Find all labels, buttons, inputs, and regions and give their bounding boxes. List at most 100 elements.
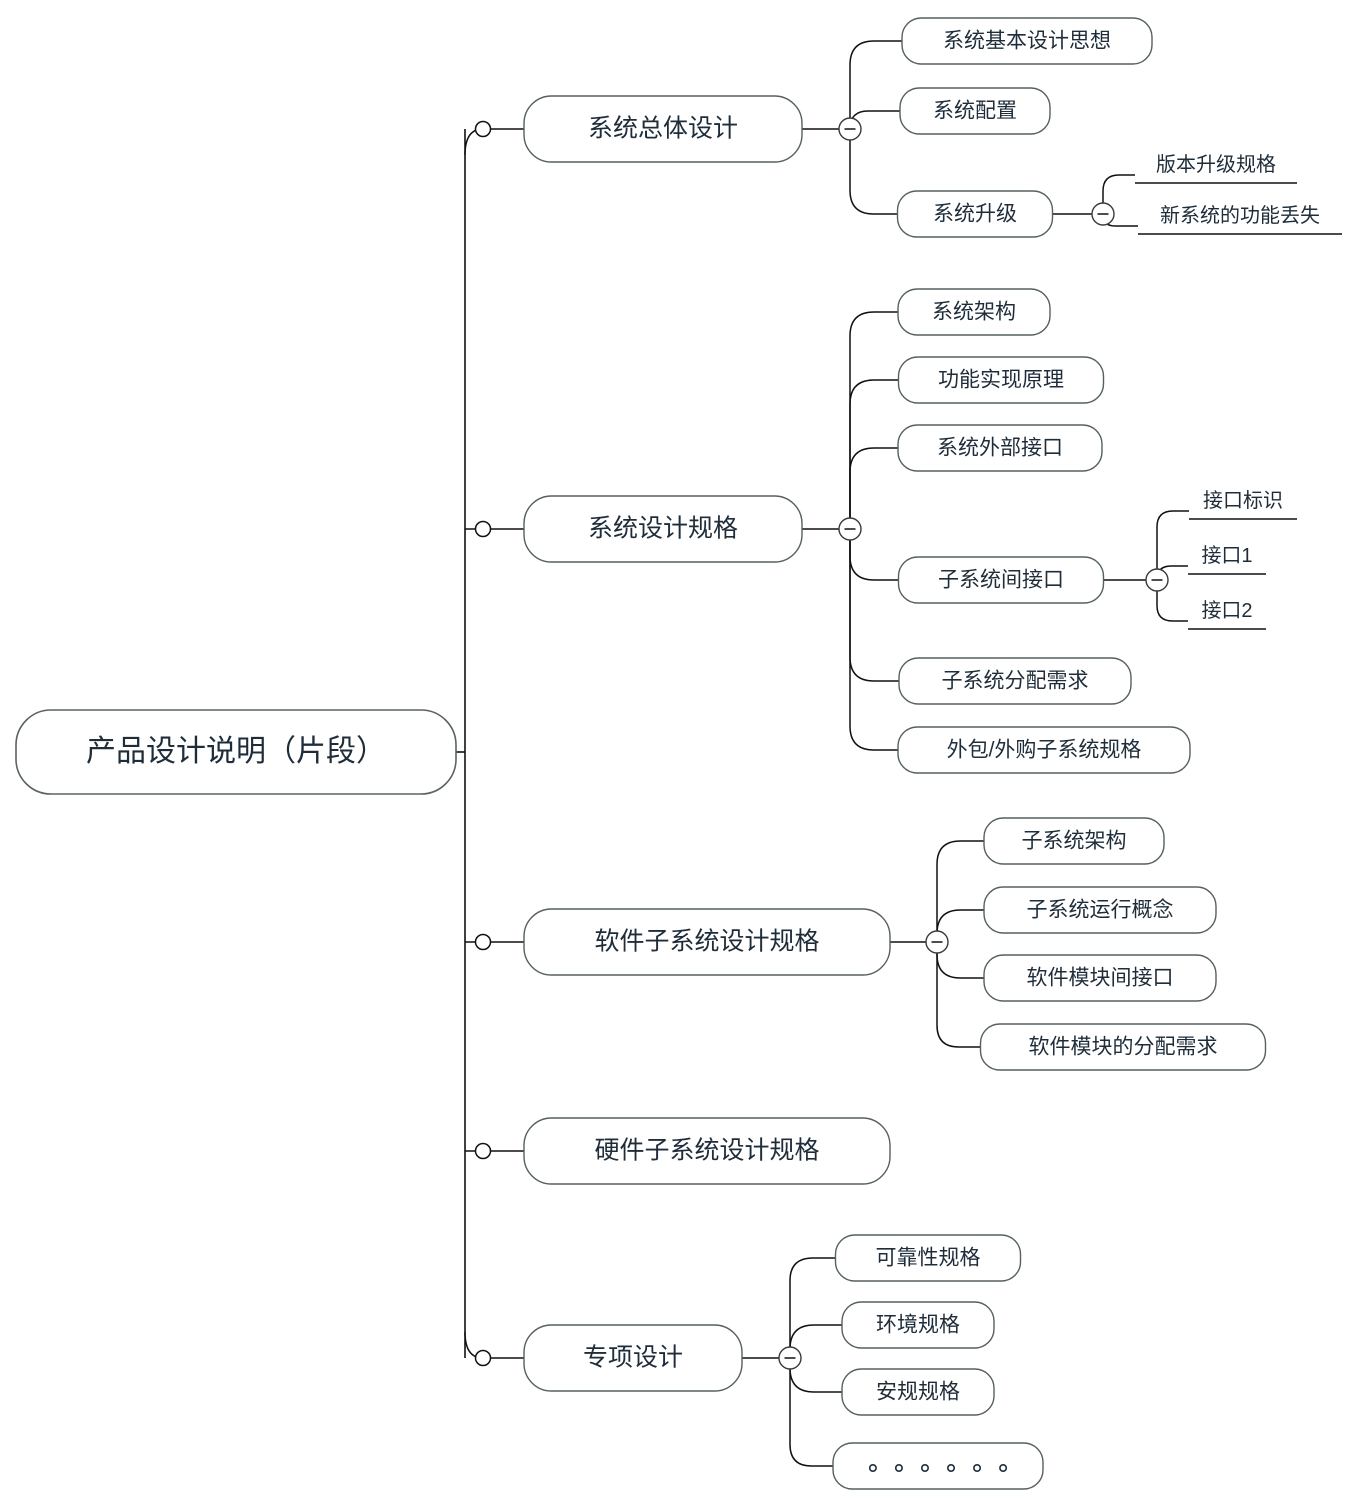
branch-2-系统设计规格-child-2-功能实现原理-shape (897, 356, 1105, 404)
branch-5-专项设计-child-4---link (789, 1358, 833, 1467)
branch-5-专项设计-child-3-安规规格[interactable]: 安规规格 (841, 1368, 995, 1416)
branch-1-系统总体设计-collapse-toggle[interactable] (838, 117, 862, 141)
branch-5-专项设计-child-1-可靠性规格-link (789, 1257, 836, 1358)
branch-2-系统设计规格-child-2-功能实现原理-link (849, 379, 899, 529)
branch-1-系统总体设计-child-2-系统配置-shape (899, 87, 1051, 135)
branch-2-系统设计规格-child-4-子系统间接口-shape (897, 556, 1105, 604)
branch-3-软件子系统设计规格-collapse-toggle[interactable] (925, 930, 949, 954)
branch-2-系统设计规格-child-4-子系统间接口-child-1-接口标识[interactable]: 接口标识 (1189, 489, 1297, 520)
branch-4-硬件子系统设计规格[interactable]: 硬件子系统设计规格 (523, 1117, 891, 1185)
branch-4-硬件子系统设计规格-label: 硬件子系统设计规格 (594, 1137, 819, 1165)
branch-1-系统总体设计-child-3-系统升级-child-1-版本升级规格[interactable]: 版本升级规格 (1135, 153, 1297, 184)
branch-2-系统设计规格-shape (523, 495, 803, 563)
branch-1-系统总体设计-child-1-系统基本设计思想-link (849, 40, 902, 129)
branch-1-系统总体设计[interactable]: 系统总体设计 (523, 95, 803, 163)
branch-1-系统总体设计-shape (523, 95, 803, 163)
branch-2-系统设计规格-child-3-系统外部接口-label: 系统外部接口 (937, 437, 1063, 460)
branch-3-软件子系统设计规格-child-3-软件模块间接口-shape (983, 954, 1217, 1002)
branch-2-系统设计规格-label: 系统设计规格 (588, 515, 738, 543)
branch-2-系统设计规格-child-3-系统外部接口[interactable]: 系统外部接口 (897, 424, 1103, 472)
branch-2-系统设计规格-connector-dot[interactable] (474, 520, 492, 538)
branch-2-系统设计规格-child-2-功能实现原理[interactable]: 功能实现原理 (897, 356, 1105, 404)
connector-links-layer (456, 40, 1189, 1467)
branch-2-系统设计规格-child-4-子系统间接口-child-1-接口标识-link (1156, 510, 1189, 580)
branch-3-软件子系统设计规格-shape (523, 908, 891, 976)
branch-2-系统设计规格[interactable]: 系统设计规格 (523, 495, 803, 563)
branch-1-系统总体设计-child-3-系统升级-label: 系统升级 (933, 203, 1017, 226)
root-node[interactable]: 产品设计说明（片段） (15, 709, 457, 795)
branch-1-系统总体设计-child-3-系统升级-collapse-toggle[interactable] (1091, 202, 1115, 226)
branch-2-系统设计规格-child-5-子系统分配需求-shape (898, 657, 1132, 705)
branch-5-专项设计-child-3-安规规格-shape (841, 1368, 995, 1416)
branch-2-系统设计规格-child-5-子系统分配需求-label: 子系统分配需求 (942, 670, 1089, 693)
branch-5-专项设计-child-2-环境规格-shape (841, 1301, 995, 1349)
branch-5-专项设计-collapse-toggle[interactable] (778, 1346, 802, 1370)
branch-2-系统设计规格-child-6-外包-外购子系统规格-label: 外包/外购子系统规格 (947, 739, 1142, 762)
branch-2-系统设计规格-child-4-子系统间接口-child-2-接口1[interactable]: 接口1 (1188, 544, 1266, 575)
branch-2-系统设计规格-child-4-子系统间接口-child-3-接口2-link (1156, 580, 1188, 622)
branch-2-系统设计规格-child-4-子系统间接口-child-2-接口1-label: 接口1 (1201, 544, 1252, 567)
branch-1-系统总体设计-child-3-系统升级-link (849, 129, 898, 215)
branch-1-系统总体设计-label: 系统总体设计 (588, 115, 738, 143)
branch-1-系统总体设计-child-1-系统基本设计思想-label: 系统基本设计思想 (943, 30, 1111, 53)
branch-5-专项设计-child-4--[interactable] (832, 1442, 1044, 1490)
branch-1-系统总体设计-child-1-系统基本设计思想-shape (901, 17, 1153, 65)
branch-2-系统设计规格-child-3-系统外部接口-shape (897, 424, 1103, 472)
branch-2-系统设计规格-child-4-子系统间接口-child-3-接口2[interactable]: 接口2 (1188, 599, 1266, 630)
ellipsis-dot (973, 1464, 982, 1473)
branch-1-系统总体设计-child-3-系统升级-child-1-版本升级规格-label: 版本升级规格 (1156, 153, 1276, 176)
branch-1-系统总体设计-connector-dot[interactable] (474, 120, 492, 138)
ellipsis-dot (894, 1464, 903, 1473)
branch-3-软件子系统设计规格-child-1-子系统架构-label: 子系统架构 (1022, 830, 1127, 853)
branch-1-系统总体设计-child-3-系统升级-child-2-新系统的功能丢失[interactable]: 新系统的功能丢失 (1138, 204, 1342, 235)
branch-5-专项设计-shape (523, 1324, 743, 1392)
branch-2-系统设计规格-child-2-功能实现原理-label: 功能实现原理 (938, 369, 1064, 392)
branch-5-专项设计-child-1-可靠性规格[interactable]: 可靠性规格 (834, 1234, 1022, 1282)
branch-2-系统设计规格-child-4-子系统间接口-collapse-toggle[interactable] (1145, 568, 1169, 592)
branch-3-软件子系统设计规格-child-4-软件模块的分配需求-shape (979, 1023, 1267, 1071)
branch-1-系统总体设计-child-3-系统升级-child-1-版本升级规格-link (1102, 174, 1135, 214)
branch-5-专项设计-label: 专项设计 (583, 1344, 683, 1372)
branch-2-系统设计规格-child-1-系统架构-shape (897, 288, 1051, 336)
branch-3-软件子系统设计规格-child-4-软件模块的分配需求-link (936, 942, 981, 1048)
branch-3-软件子系统设计规格-child-3-软件模块间接口-label: 软件模块间接口 (1027, 967, 1174, 990)
branch-4-硬件子系统设计规格-shape (523, 1117, 891, 1185)
branch-3-软件子系统设计规格[interactable]: 软件子系统设计规格 (523, 908, 891, 976)
branch-3-软件子系统设计规格-child-2-子系统运行概念[interactable]: 子系统运行概念 (983, 886, 1217, 934)
branch-2-系统设计规格-child-3-系统外部接口-link (849, 447, 898, 529)
root-node-label: 产品设计说明（片段） (86, 735, 386, 768)
branch-5-专项设计[interactable]: 专项设计 (523, 1324, 743, 1392)
branch-5-专项设计-child-1-可靠性规格-shape (834, 1234, 1022, 1282)
branch-1-系统总体设计-child-3-系统升级[interactable]: 系统升级 (896, 190, 1054, 238)
branch-1-系统总体设计-child-1-系统基本设计思想[interactable]: 系统基本设计思想 (901, 17, 1153, 65)
branch-3-软件子系统设计规格-child-3-软件模块间接口[interactable]: 软件模块间接口 (983, 954, 1217, 1002)
branch-3-软件子系统设计规格-child-4-软件模块的分配需求[interactable]: 软件模块的分配需求 (979, 1023, 1267, 1071)
branch-2-系统设计规格-child-4-子系统间接口[interactable]: 子系统间接口 (897, 556, 1105, 604)
branch-3-软件子系统设计规格-child-1-子系统架构-shape (983, 817, 1165, 865)
branch-5-专项设计-child-1-可靠性规格-label: 可靠性规格 (876, 1247, 981, 1270)
branch-3-软件子系统设计规格-child-1-子系统架构[interactable]: 子系统架构 (983, 817, 1165, 865)
branch-3-软件子系统设计规格-child-2-子系统运行概念-label: 子系统运行概念 (1027, 899, 1174, 922)
branch-4-硬件子系统设计规格-connector-dot[interactable] (474, 1142, 492, 1160)
branch-2-系统设计规格-child-6-外包-外购子系统规格-shape (897, 726, 1191, 774)
branch-5-专项设计-child-3-安规规格-label: 安规规格 (876, 1381, 960, 1404)
root-node-shape (15, 709, 457, 795)
branch-5-专项设计-connector-dot[interactable] (474, 1349, 492, 1367)
ellipsis-dot (868, 1464, 877, 1473)
ellipsis-dot (920, 1464, 929, 1473)
branch-2-系统设计规格-collapse-toggle[interactable] (838, 517, 862, 541)
branch-1-系统总体设计-child-2-系统配置[interactable]: 系统配置 (899, 87, 1051, 135)
branch-5-专项设计-child-2-环境规格-label: 环境规格 (876, 1314, 960, 1337)
branch-2-系统设计规格-child-1-系统架构[interactable]: 系统架构 (897, 288, 1051, 336)
branch-5-专项设计-child-2-环境规格[interactable]: 环境规格 (841, 1301, 995, 1349)
branch-3-软件子系统设计规格-connector-dot[interactable] (474, 933, 492, 951)
branch-2-系统设计规格-child-4-子系统间接口-label: 子系统间接口 (938, 569, 1064, 592)
branch-3-软件子系统设计规格-child-2-子系统运行概念-shape (983, 886, 1217, 934)
branch-2-系统设计规格-child-5-子系统分配需求[interactable]: 子系统分配需求 (898, 657, 1132, 705)
branch-1-系统总体设计-child-3-系统升级-child-2-新系统的功能丢失-label: 新系统的功能丢失 (1160, 204, 1320, 227)
branch-2-系统设计规格-child-6-外包-外购子系统规格[interactable]: 外包/外购子系统规格 (897, 726, 1191, 774)
branch-1-系统总体设计-child-2-系统配置-label: 系统配置 (933, 100, 1017, 123)
ellipsis-dot (999, 1464, 1008, 1473)
